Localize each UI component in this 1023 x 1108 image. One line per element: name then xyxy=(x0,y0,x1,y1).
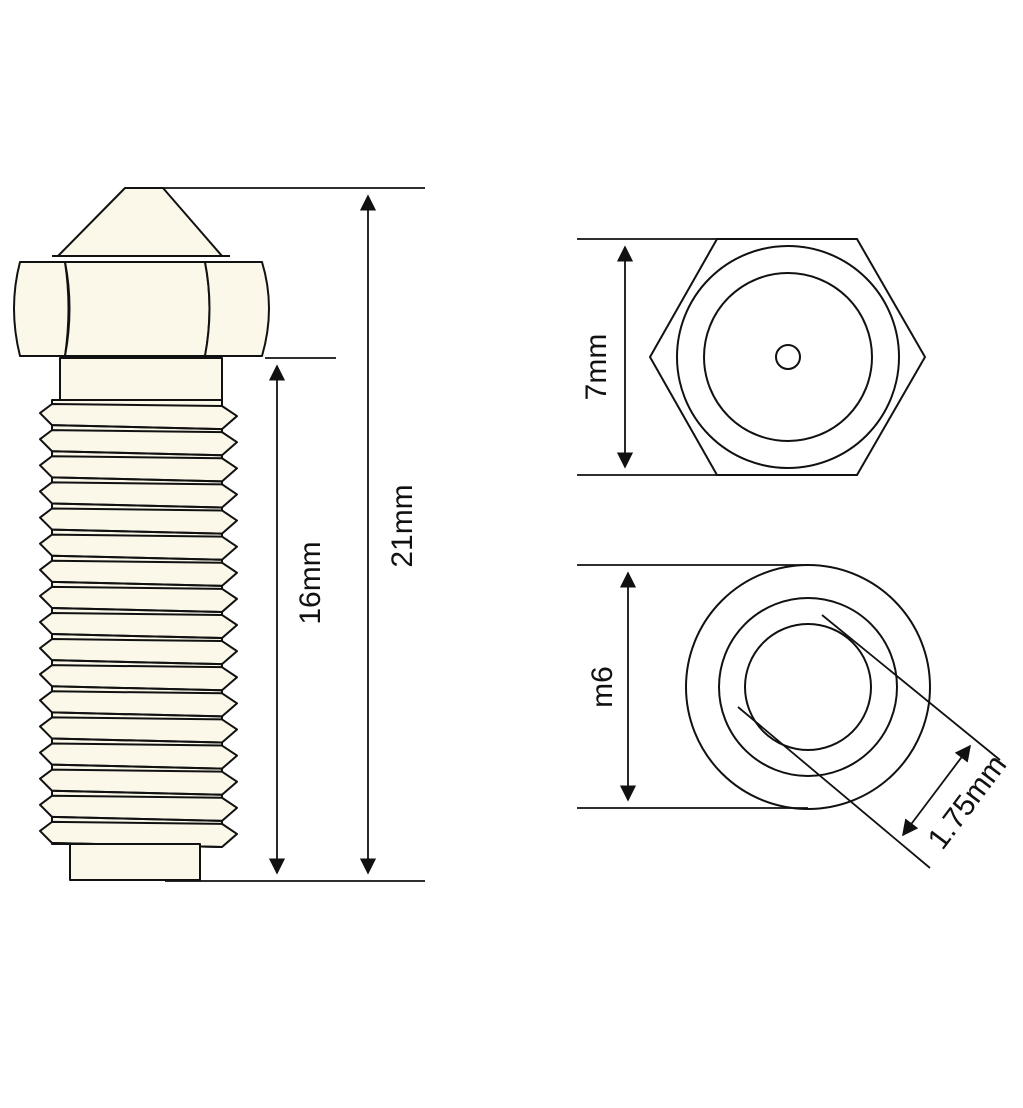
thread-root-line xyxy=(51,659,223,666)
thread-root-line xyxy=(51,737,223,744)
nozzle-tip-cone xyxy=(57,187,223,257)
label-m6: m6 xyxy=(586,666,619,708)
thread-root-line xyxy=(51,554,223,561)
hex-outer-ring xyxy=(676,245,900,469)
nozzle-side-view xyxy=(13,187,270,881)
thread-root-line xyxy=(51,763,223,770)
nozzle-hex-head xyxy=(13,255,270,357)
thread-crest xyxy=(39,611,238,640)
nozzle-bottom-end xyxy=(69,843,201,881)
top-view-dimensions xyxy=(577,238,717,476)
extension-line-bore-upper xyxy=(821,614,1001,761)
bore-circle xyxy=(744,623,872,751)
thread-root-line xyxy=(51,789,223,796)
hex-inner-ring xyxy=(703,272,873,442)
thread-crest xyxy=(39,559,238,587)
thread-root-line xyxy=(51,815,223,822)
thread-root-line xyxy=(51,606,223,613)
thread-root-line xyxy=(51,685,223,692)
nozzle-bottom-view xyxy=(685,564,931,810)
thread-crest xyxy=(39,768,238,796)
thread-crest xyxy=(39,481,238,509)
label-1-75mm: 1.75mm xyxy=(922,749,1014,855)
dimension-arrow-1-75mm xyxy=(902,744,971,837)
thread-crest xyxy=(39,533,238,561)
thread-outer-circle xyxy=(685,564,931,810)
label-16mm: 16mm xyxy=(294,541,327,624)
side-view-dimensions xyxy=(163,187,425,882)
hex-outline xyxy=(648,238,927,476)
thread-root-line xyxy=(51,580,223,587)
thread-root-line xyxy=(51,476,223,483)
nozzle-orifice xyxy=(775,344,801,370)
thread-root-line xyxy=(51,711,223,718)
thread-crest xyxy=(39,403,238,431)
nozzle-neck xyxy=(59,357,223,401)
extension-line-bore-lower xyxy=(737,706,931,869)
bottom-view-dimensions xyxy=(577,564,1001,869)
thread-root-line xyxy=(51,450,223,457)
thread-root-line xyxy=(51,424,223,431)
thread-root-line xyxy=(51,528,223,535)
label-21mm: 21mm xyxy=(386,484,419,567)
thread-middle-circle xyxy=(718,597,898,777)
thread-root-line xyxy=(51,502,223,509)
nozzle-top-view xyxy=(648,238,927,476)
label-7mm: 7mm xyxy=(580,334,613,401)
nozzle-thread xyxy=(39,399,238,848)
thread-crest xyxy=(39,455,238,483)
thread-root-line xyxy=(51,633,223,640)
thread-crest xyxy=(39,690,238,718)
